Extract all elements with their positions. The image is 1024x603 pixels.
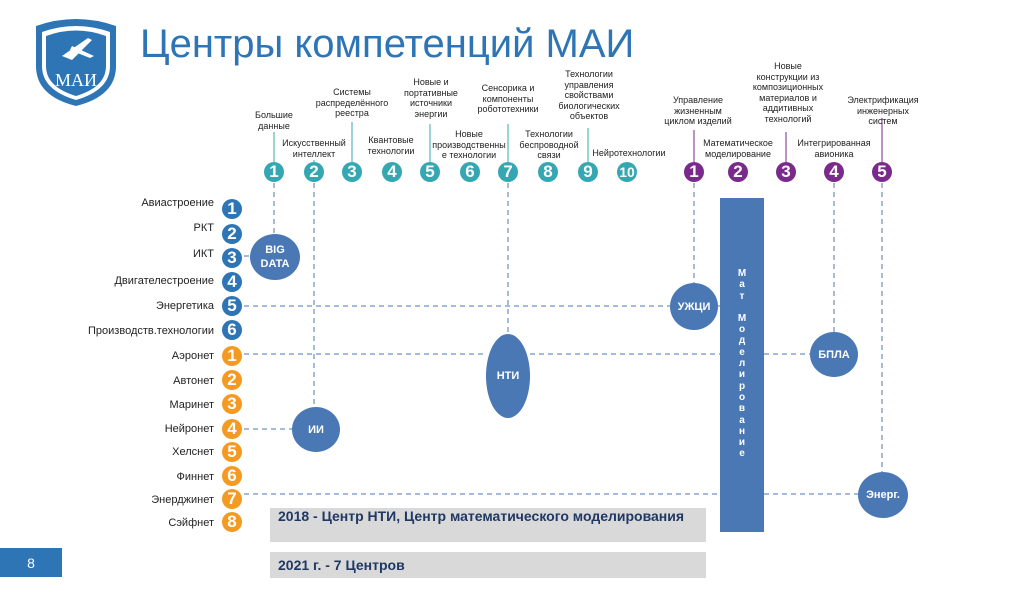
tech-circle-4: 4 <box>382 162 402 182</box>
row-circle: 7 <box>222 489 242 509</box>
bar-char: и <box>738 369 746 381</box>
row-circle: 2 <box>222 224 242 244</box>
row-circle: 5 <box>222 442 242 462</box>
row-label: Финнет <box>176 471 214 483</box>
bar-char: а <box>739 414 745 426</box>
row-circle: 1 <box>222 199 242 219</box>
row-label: Авиастроение <box>141 197 214 209</box>
energ-bubble: Энерг. <box>858 472 908 518</box>
bar-char: н <box>738 425 746 437</box>
row-label: Двигателестроение <box>114 275 214 287</box>
bar-char: д <box>738 335 746 347</box>
bar-char: и <box>738 437 746 449</box>
tech-circle-3: 3 <box>342 162 362 182</box>
row-label: РКТ <box>193 222 214 234</box>
tech-circle-1: 1 <box>264 162 284 182</box>
nti-bubble: НТИ <box>486 334 530 418</box>
competence-circle-2: 2 <box>728 162 748 182</box>
bar-gap <box>720 302 764 313</box>
row-circle: 3 <box>222 394 242 414</box>
competence-circle-5: 5 <box>872 162 892 182</box>
row-label: Хелснет <box>172 446 214 458</box>
row-label: Маринет <box>169 399 214 411</box>
note-2021: 2021 г. - 7 Центров <box>270 552 706 578</box>
mai-logo: МАИ <box>36 19 116 106</box>
row-circle: 2 <box>222 370 242 390</box>
bar-char: е <box>739 448 745 460</box>
ii-bubble: ИИ <box>292 407 340 452</box>
bar-char: а <box>739 279 745 291</box>
row-circle: 4 <box>222 419 242 439</box>
row-circle: 4 <box>222 272 242 292</box>
math-modeling-bar: М а т М о д е л и р о в а н и е <box>720 198 764 532</box>
bpla-bubble: БПЛА <box>810 332 858 377</box>
row-circle: 6 <box>222 466 242 486</box>
logo-text: МАИ <box>55 70 97 90</box>
bar-char: М <box>737 312 747 324</box>
math-modeling-bar-text: М а т М о д е л и р о в а н и е <box>720 268 764 460</box>
bar-char: л <box>738 358 746 370</box>
bar-char: т <box>739 290 745 302</box>
bar-char: е <box>739 346 745 358</box>
row-circle: 3 <box>222 248 242 268</box>
page-title: Центры компетенций МАИ <box>140 22 635 66</box>
competence-circle-1: 1 <box>684 162 704 182</box>
row-label: Автонет <box>173 375 214 387</box>
row-circle: 5 <box>222 296 242 316</box>
uzhci-bubble: УЖЦИ <box>670 283 718 330</box>
row-circle: 8 <box>222 512 242 532</box>
row-label: Нейронет <box>164 423 214 435</box>
tech-circle-6: 6 <box>460 162 480 182</box>
row-circle: 6 <box>222 320 242 340</box>
competence-circle-4: 4 <box>824 162 844 182</box>
tech-circle-5: 5 <box>420 162 440 182</box>
row-label: Энергетика <box>155 300 214 312</box>
competence-circle-3: 3 <box>776 162 796 182</box>
bar-char: о <box>738 391 746 403</box>
note-2018: 2018 - Центр НТИ, Центр математического … <box>270 508 706 542</box>
bar-char: р <box>738 380 746 392</box>
page-number: 8 <box>0 548 62 577</box>
row-label: Сэйфнет <box>168 517 214 529</box>
row-circle: 1 <box>222 346 242 366</box>
bar-char: в <box>738 403 746 415</box>
bar-char: М <box>737 268 747 279</box>
tech-circle-10: 10 <box>617 162 637 182</box>
tech-circle-9: 9 <box>578 162 598 182</box>
tech-circle-2: 2 <box>304 162 324 182</box>
tech-circle-8: 8 <box>538 162 558 182</box>
row-label: Производств.технологии <box>88 325 214 337</box>
bar-char: о <box>738 324 746 336</box>
row-label: Энерджинет <box>151 494 214 506</box>
tech-circle-7: 7 <box>498 162 518 182</box>
top-label-10: Нейротехнологии <box>592 148 666 158</box>
row-label: Аэронет <box>171 350 214 362</box>
row-label: ИКТ <box>192 248 214 260</box>
